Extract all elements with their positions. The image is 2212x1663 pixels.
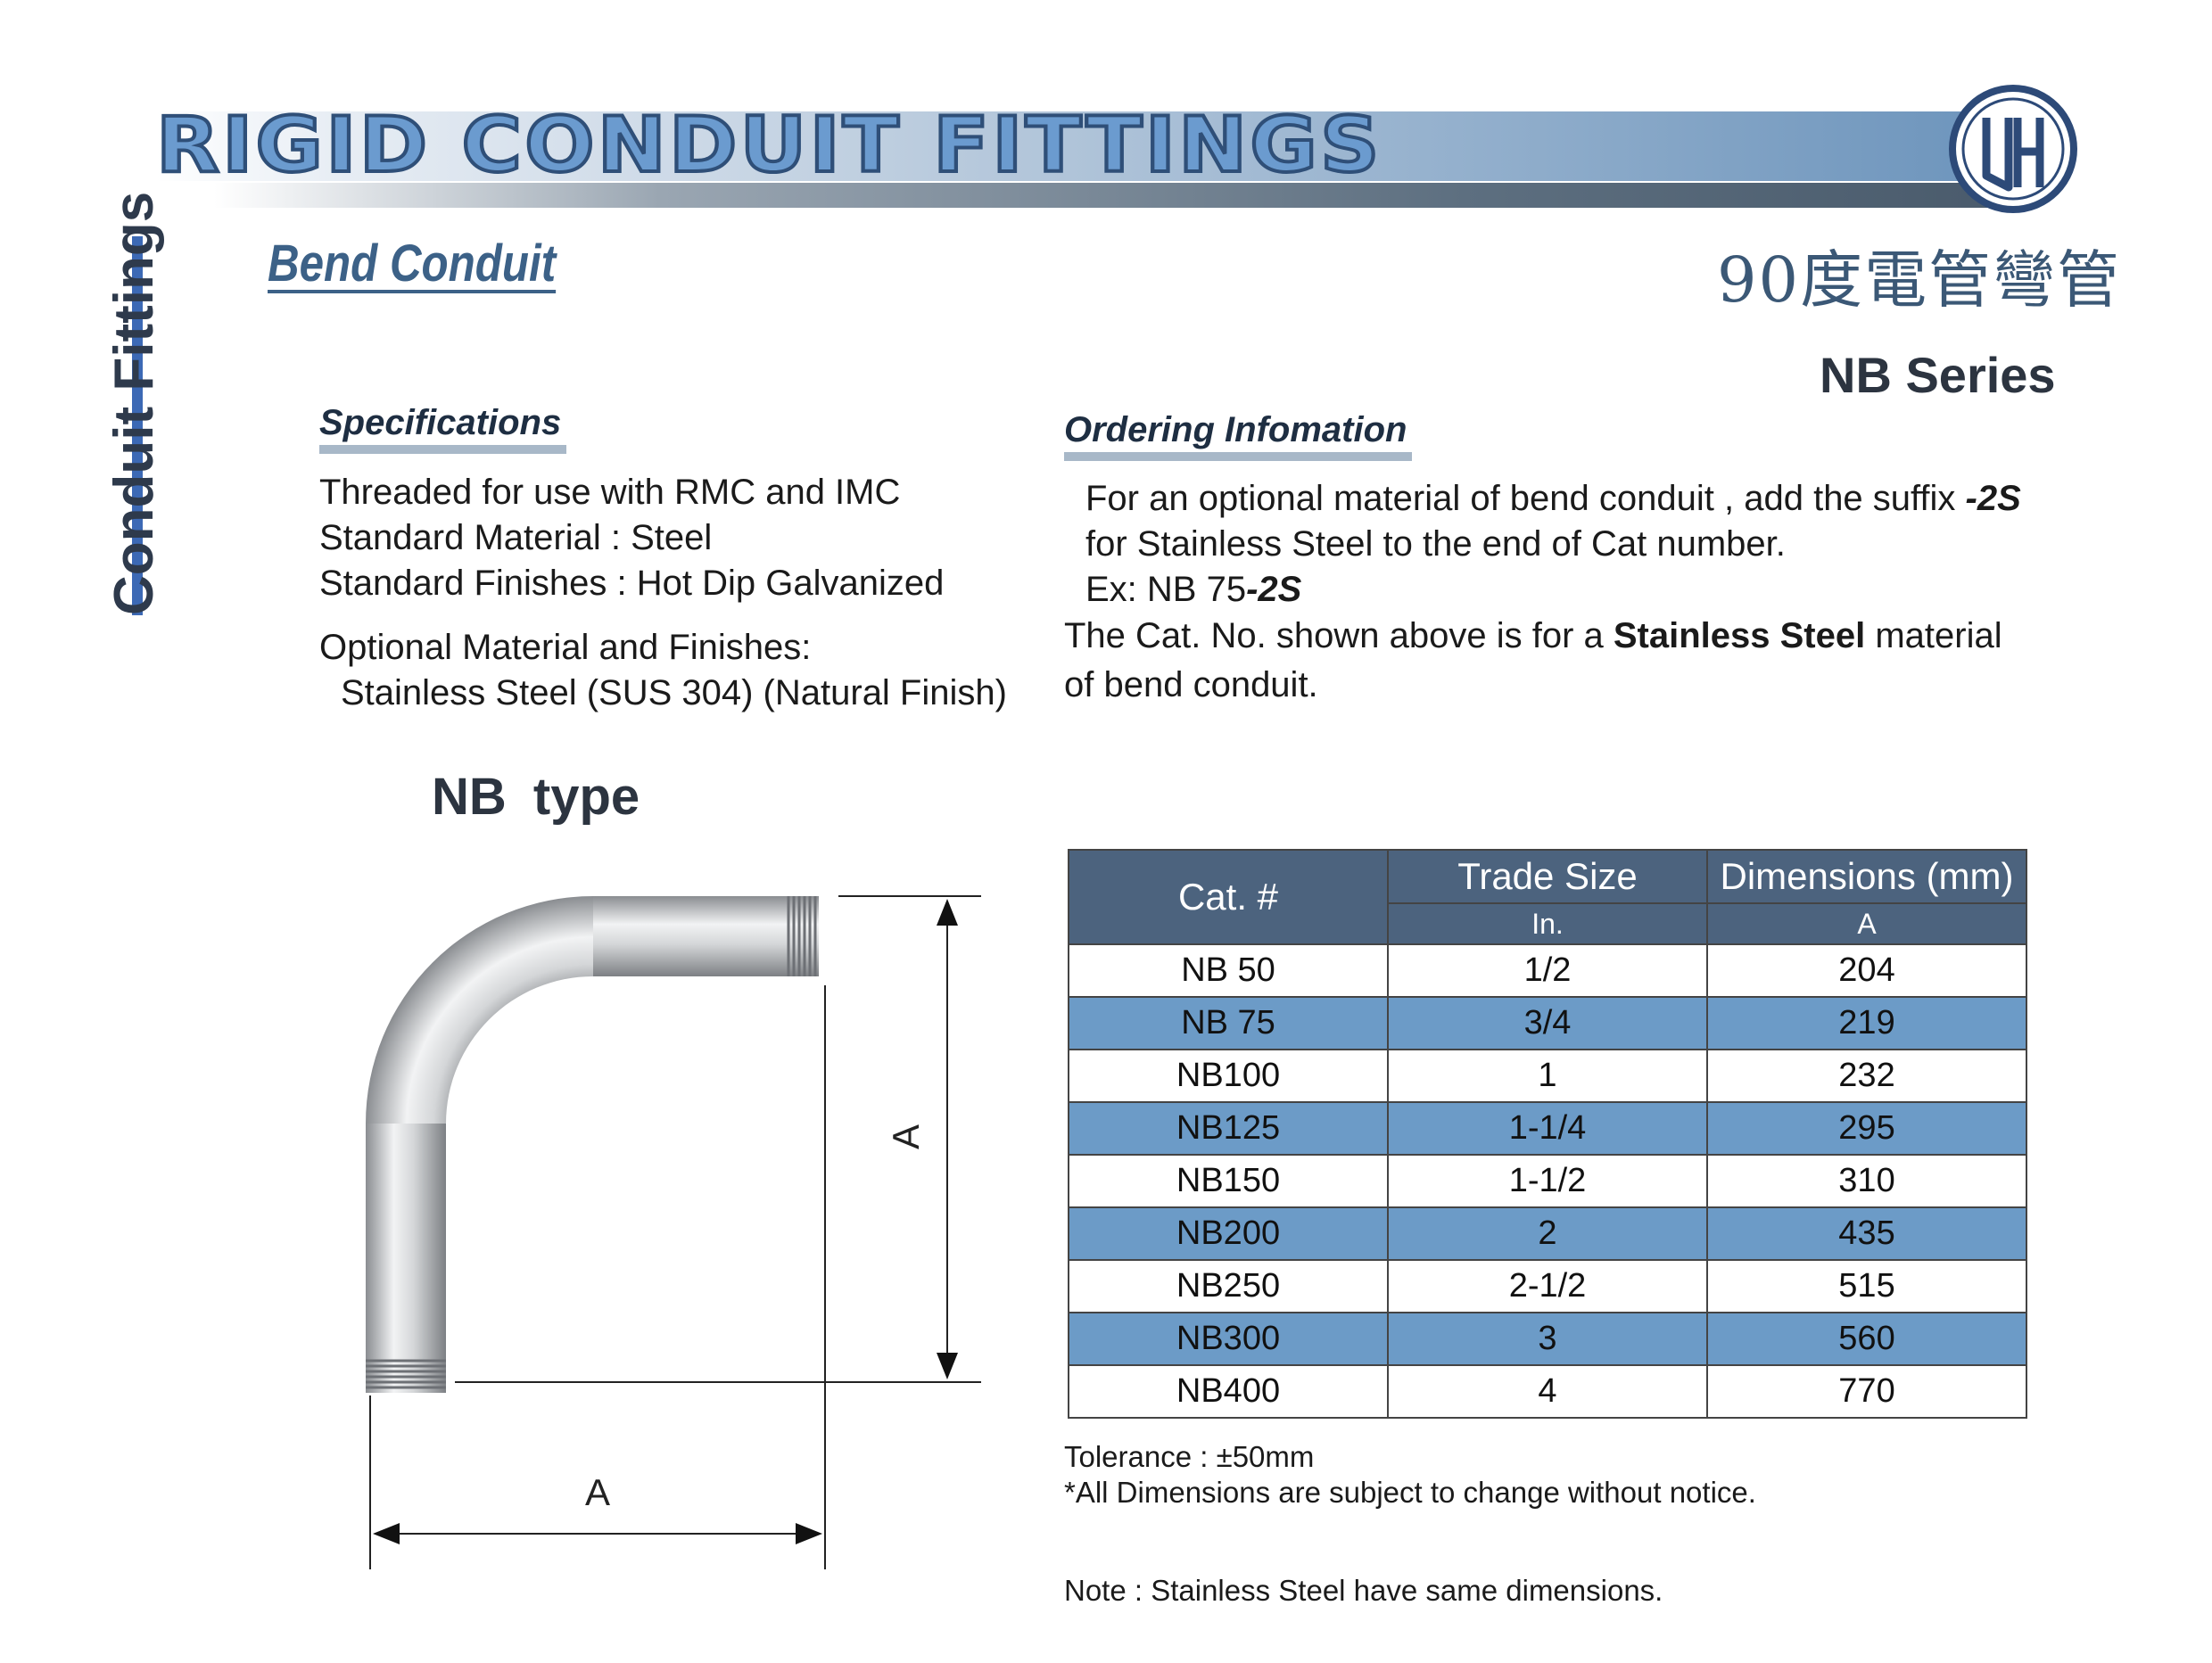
vertical-dimension-label: A (885, 1124, 927, 1149)
pipe-bend (366, 896, 593, 1124)
cell-a: 515 (1706, 1259, 2027, 1313)
specifications-heading-text: Specifications (319, 403, 562, 442)
note-suffix: material (1865, 616, 2002, 655)
ordering-line-1: For an optional material of bend conduit… (1085, 476, 2021, 522)
cell-a: 232 (1706, 1049, 2027, 1103)
example-prefix: Ex: NB 75 (1085, 570, 1247, 609)
arrow-right-icon (796, 1523, 822, 1544)
ordering-line-2: for Stainless Steel to the end of Cat nu… (1085, 524, 1786, 564)
spec-line: Threaded for use with RMC and IMC (319, 473, 901, 512)
ordering-line-1-text: For an optional material of bend conduit… (1085, 479, 1966, 518)
tolerance-note: Tolerance : ±50mm (1064, 1440, 1315, 1473)
cell-cat: NB200 (1068, 1206, 1389, 1261)
cell-cat: NB250 (1068, 1259, 1389, 1313)
series-title: NB Series (1820, 347, 2056, 403)
cell-size: 1/2 (1387, 943, 1708, 998)
header-banner (156, 111, 1967, 181)
stainless-note: Note : Stainless Steel have same dimensi… (1064, 1574, 1663, 1607)
cell-cat: NB300 (1068, 1312, 1389, 1366)
subheader-dim-a: A (1706, 902, 2027, 945)
ordering-heading-text: Ordering Infomation (1064, 410, 1407, 449)
banner-title: RIGID CONDUIT FITTINGS (154, 101, 1382, 190)
cell-a: 219 (1706, 996, 2027, 1050)
optional-line: Stainless Steel (SUS 304) (Natural Finis… (341, 673, 1007, 712)
suffix-code: -2S (1965, 479, 2021, 518)
thread-bottom-icon (366, 1357, 446, 1393)
cell-a: 770 (1706, 1364, 2027, 1419)
thread-top-icon (785, 896, 819, 976)
ordering-heading: Ordering Infomation (1064, 410, 1413, 461)
pipe-vertical-leg (366, 1124, 446, 1391)
spec-line: Standard Finishes : Hot Dip Galvanized (319, 564, 945, 603)
header-cat: Cat. # (1068, 849, 1389, 945)
arrow-up-icon (937, 899, 958, 926)
cell-cat: NB125 (1068, 1101, 1389, 1156)
product-title: Bend Conduit (268, 235, 557, 292)
optional-materials: Optional Material and Finishes: Stainles… (319, 625, 1007, 716)
cell-a: 204 (1706, 943, 2027, 998)
cell-size: 2-1/2 (1387, 1259, 1708, 1313)
cell-cat: NB150 (1068, 1154, 1389, 1208)
side-tab-label: Conduit Fittings (103, 191, 165, 615)
heading-underline (319, 445, 567, 454)
product-title-chinese: 90度電管彎管 (1717, 243, 2122, 317)
subheader-trade-unit: In. (1387, 902, 1708, 945)
specifications-list: Threaded for use with RMC and IMC Standa… (319, 470, 944, 606)
cell-a: 560 (1706, 1312, 2027, 1366)
cell-size: 1-1/4 (1387, 1101, 1708, 1156)
cell-size: 3 (1387, 1312, 1708, 1366)
dimension-lines (369, 895, 981, 1569)
cell-size: 1-1/2 (1387, 1154, 1708, 1208)
header-dimensions: Dimensions (mm) (1706, 849, 2027, 904)
disclaimer-note: *All Dimensions are subject to change wi… (1064, 1476, 1756, 1509)
cell-a: 295 (1706, 1101, 2027, 1156)
optional-heading: Optional Material and Finishes: (319, 628, 812, 667)
ordering-example: Ex: NB 75-2S (1085, 567, 2021, 613)
cell-size: 2 (1387, 1206, 1708, 1261)
dimensions-table: Cat. # Trade Size Dimensions (mm) In. A … (1068, 849, 2027, 1419)
heading-underline (1064, 452, 1413, 461)
table-header-row: Cat. # Trade Size Dimensions (mm) (1068, 849, 2027, 945)
cell-cat: NB100 (1068, 1049, 1389, 1103)
type-label: NB type (432, 768, 640, 826)
arrow-down-icon (937, 1353, 958, 1379)
cell-a: 435 (1706, 1206, 2027, 1261)
specifications-heading: Specifications (319, 403, 567, 454)
side-tab-bar (132, 236, 143, 615)
example-suffix: -2S (1246, 570, 1302, 609)
arrow-left-icon (373, 1523, 400, 1544)
note-prefix: The Cat. No. shown above is for a (1064, 616, 1614, 655)
horizontal-dimension-label: A (585, 1471, 610, 1513)
ordering-note-line-1: The Cat. No. shown above is for a Stainl… (1064, 612, 2002, 661)
spec-line: Standard Material : Steel (319, 518, 713, 557)
note-bold: Stainless Steel (1613, 616, 1866, 655)
cell-size: 1 (1387, 1049, 1708, 1103)
company-logo-icon (1949, 85, 2077, 213)
bend-conduit-drawing: A A (366, 895, 981, 1569)
ordering-text: For an optional material of bend conduit… (1085, 476, 2021, 613)
cell-cat: NB 75 (1068, 996, 1389, 1050)
cell-size: 4 (1387, 1364, 1708, 1419)
ordering-note-line-2: of bend conduit. (1064, 665, 1318, 704)
cell-cat: NB400 (1068, 1364, 1389, 1419)
header-trade-size: Trade Size (1387, 849, 1708, 904)
cell-cat: NB 50 (1068, 943, 1389, 998)
cell-size: 3/4 (1387, 996, 1708, 1050)
cell-a: 310 (1706, 1154, 2027, 1208)
header-banner-shadow (214, 183, 1998, 208)
pipe-horizontal-leg (593, 896, 816, 976)
table-subheader-row: In. A (1069, 902, 2027, 945)
ordering-note: The Cat. No. shown above is for a Stainl… (1064, 612, 2002, 710)
